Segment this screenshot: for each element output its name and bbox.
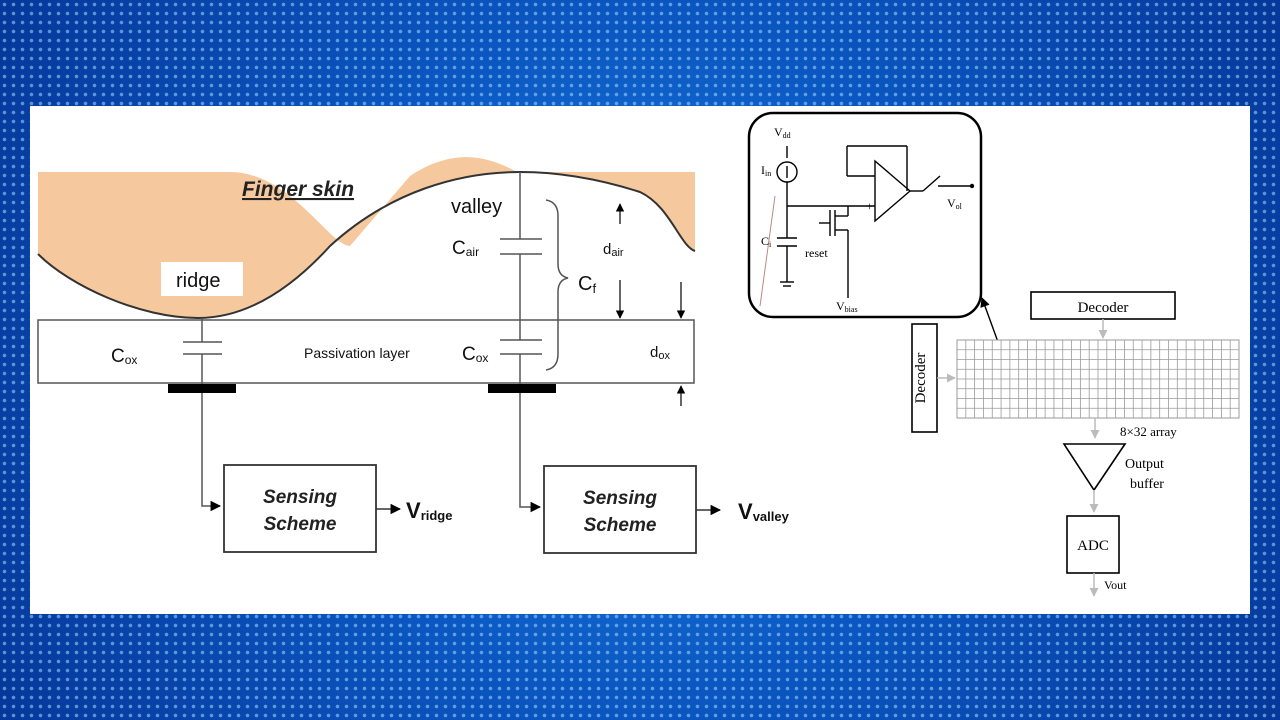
left-electrode — [168, 384, 236, 393]
pixel-circuit-box — [747, 111, 983, 319]
ci-label: Ci — [761, 234, 772, 249]
sensing-scheme-right-line2: Scheme — [584, 515, 657, 536]
valley-capacitor-stack — [500, 172, 542, 384]
vout-label: Vout — [1104, 578, 1127, 592]
finger-skin-label: Finger skin — [242, 178, 354, 201]
cox-left-label: Cox — [111, 346, 137, 367]
sensor-array-grid — [956, 339, 1240, 419]
sensor-array-block-diagram: − + Vdd Iin Ci reset Vbias Vol Decoder D… — [747, 111, 1240, 597]
ridge-label: ridge — [176, 270, 220, 292]
decoder-top-box — [1030, 291, 1176, 320]
adc-box — [1066, 515, 1120, 574]
sensing-scheme-left-line1: Sensing — [263, 487, 337, 508]
valley-label: valley — [451, 196, 502, 218]
sensing-scheme-right-line1: Sensing — [583, 488, 657, 509]
vdd-label: Vdd — [774, 125, 791, 140]
dair-label: dair — [603, 241, 624, 259]
cair-label: Cair — [452, 238, 479, 259]
adc-label: ADC — [1077, 538, 1109, 554]
output-buffer-triangle — [1062, 443, 1127, 492]
opamp-plus: + — [866, 199, 873, 213]
passivation-layer — [37, 319, 695, 384]
buffer-label-line2: buffer — [1130, 477, 1164, 492]
slide-panel: Finger skin valley ridge Passivation lay… — [30, 106, 1250, 614]
cf-label: Cf — [578, 273, 596, 296]
reset-label: reset — [805, 246, 828, 260]
decoder-top-label: Decoder — [1078, 300, 1129, 316]
wire-right — [519, 393, 542, 513]
array-label: 8×32 array — [1120, 424, 1177, 439]
pixel-circuit-schematic — [759, 145, 972, 307]
passivation-layer-label: Passivation layer — [304, 345, 410, 361]
sensing-scheme-left-box — [223, 464, 377, 553]
vout-pixel-label: Vol — [947, 196, 963, 211]
vbias-label: Vbias — [836, 299, 858, 314]
dox-label: dox — [650, 344, 670, 362]
zoom-arrow — [980, 297, 999, 343]
fingerprint-sensor-diagram: Finger skin valley ridge Passivation lay… — [37, 111, 1240, 597]
v-ridge-label: Vridge — [406, 498, 452, 523]
wire-left — [201, 393, 222, 512]
iin-label: Iin — [761, 163, 771, 178]
v-valley-label: Vvalley — [738, 499, 790, 524]
opamp-minus: − — [866, 169, 873, 183]
decoder-left-box — [911, 323, 938, 433]
skin-contour-line — [37, 170, 696, 320]
output-node-dot — [969, 183, 975, 189]
left-ox-capacitor — [183, 318, 222, 384]
sensing-scheme-left-line2: Scheme — [264, 514, 337, 535]
right-electrode — [488, 384, 556, 393]
ridge-label-box — [161, 262, 243, 296]
capacitive-sensing-diagram: Finger skin valley ridge Passivation lay… — [37, 157, 790, 554]
decoder-left-label: Decoder — [913, 353, 929, 404]
buffer-label-line1: Output — [1125, 457, 1164, 472]
sensing-scheme-right-box — [543, 465, 697, 554]
cox-right-label: Cox — [462, 344, 488, 365]
cf-brace — [545, 199, 569, 371]
